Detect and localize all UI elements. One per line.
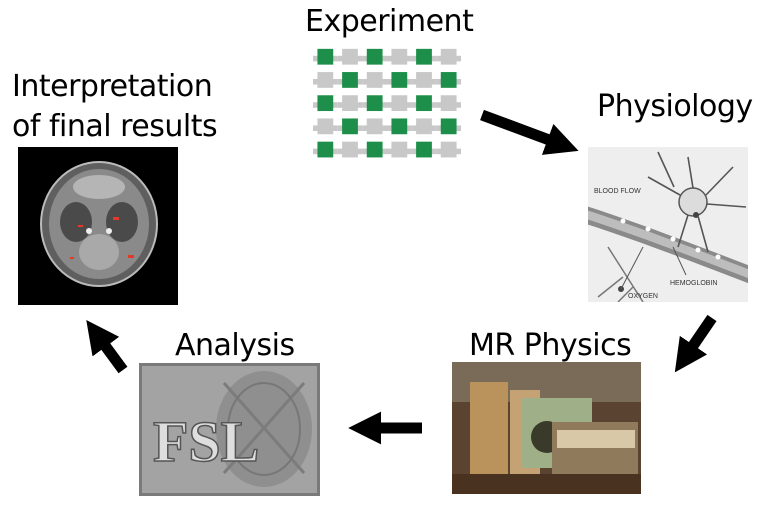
checker-grey-square	[391, 48, 408, 65]
checker-square	[416, 48, 432, 65]
checker-square	[342, 118, 358, 135]
checker-grey-square	[342, 141, 358, 158]
checker-square	[366, 141, 383, 158]
mr-physics-label: MR Physics	[469, 328, 632, 363]
arrow-experiment-to-physiology	[480, 109, 579, 155]
checker-square	[317, 95, 334, 112]
checker-grey-square	[366, 118, 383, 135]
checker-square	[317, 141, 334, 158]
interpretation-label-line1: Interpretation	[12, 69, 213, 104]
experiment-label: Experiment	[305, 4, 474, 39]
checker-square	[416, 141, 432, 158]
oxygen-annotation: OXYGEN	[628, 293, 658, 300]
checker-grey-square	[416, 118, 432, 135]
checker-grey-square	[317, 72, 334, 88]
blood-flow-annotation: BLOOD FLOW	[594, 188, 641, 195]
analysis-label: Analysis	[175, 328, 295, 363]
checker-square	[391, 118, 408, 135]
checker-grey-square	[391, 95, 408, 112]
brain-mri-image	[18, 147, 178, 305]
checker-square	[440, 72, 457, 88]
checkerboard-graphic	[313, 47, 461, 163]
checker-grey-square	[342, 95, 358, 112]
checker-grey-square	[440, 95, 457, 112]
physiology-label: Physiology	[597, 89, 753, 124]
experiment-checkerboard	[313, 47, 461, 163]
checker-grey-square	[342, 48, 358, 65]
checker-square	[317, 48, 334, 65]
checker-grey-square	[416, 72, 432, 88]
checker-grey-square	[391, 141, 408, 158]
physiology-illustration: BLOOD FLOW HEMOGLOBIN OXYGEN	[588, 147, 748, 302]
interpretation-label-line2: of final results	[12, 109, 218, 144]
checker-square	[391, 72, 408, 88]
fsl-logo-text: FSL	[153, 409, 259, 474]
mr-scanner-photo	[452, 362, 641, 494]
hemoglobin-annotation: HEMOGLOBIN	[670, 280, 717, 287]
checker-square	[366, 48, 383, 65]
arrow-analysis-to-interpretation	[86, 320, 128, 374]
fsl-logo: FSL	[139, 363, 320, 496]
checker-grey-square	[366, 72, 383, 88]
arrow-physiology-to-mrphysics	[674, 314, 717, 373]
checker-grey-square	[440, 141, 457, 158]
checker-square	[440, 118, 457, 135]
checker-grey-square	[440, 48, 457, 65]
checker-square	[366, 95, 383, 112]
checker-square	[416, 95, 432, 112]
checker-grey-square	[317, 118, 334, 135]
checker-square	[342, 72, 358, 88]
